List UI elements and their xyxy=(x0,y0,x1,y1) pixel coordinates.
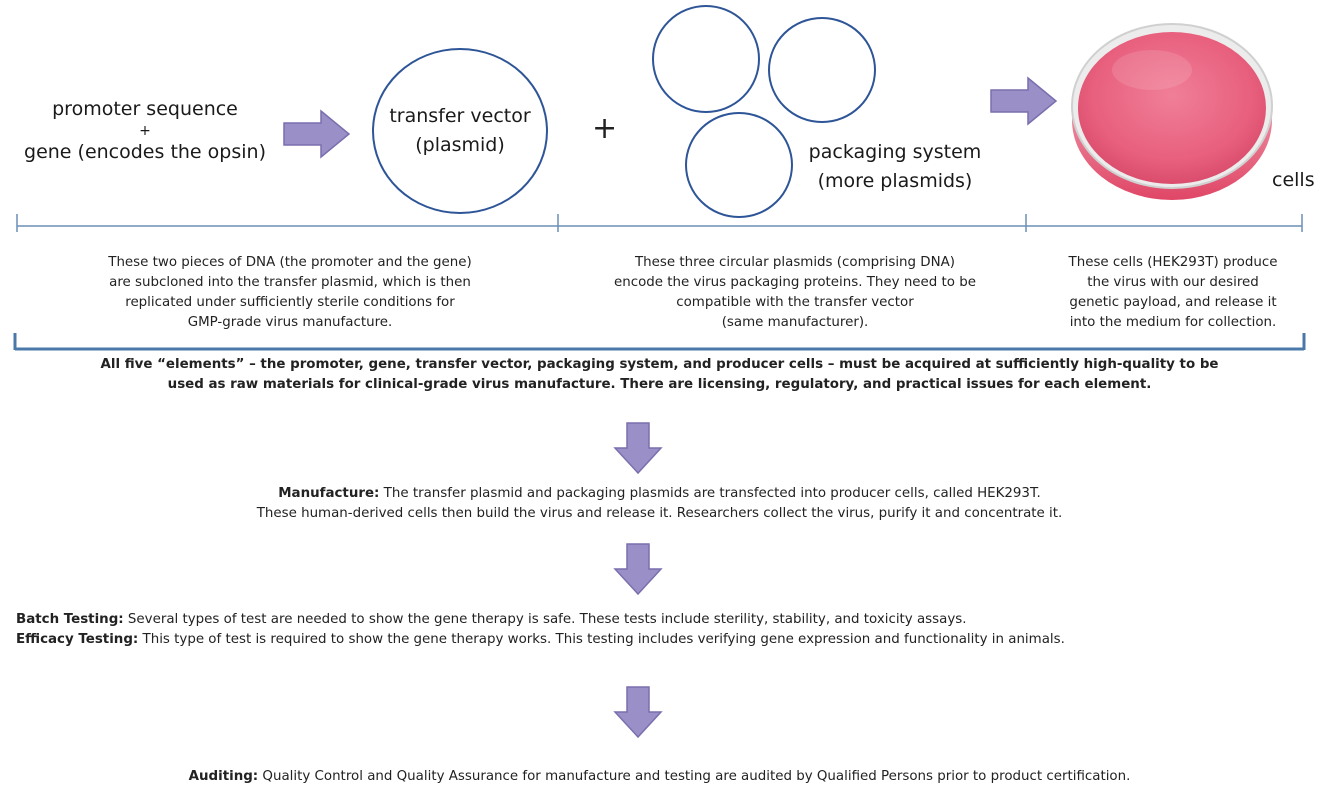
plasmid-note-line: encode the virus packaging proteins. The… xyxy=(614,275,976,290)
plasmid-note-line: (same manufacturer). xyxy=(721,315,869,330)
down-arrow-icon xyxy=(613,422,663,475)
packaging-line1: packaging system xyxy=(808,141,982,163)
dna-note-line: These two pieces of DNA (the promoter an… xyxy=(108,255,472,270)
transfer-vector-line1: transfer vector xyxy=(389,105,531,127)
batch-testing-line: Batch Testing: Several types of test are… xyxy=(16,610,1316,630)
packaging-line2: (more plasmids) xyxy=(817,170,973,192)
auditing-text: Auditing: Quality Control and Quality As… xyxy=(0,767,1319,787)
manufacture-line2: These human-derived cells then build the… xyxy=(256,506,1063,521)
plasmid-note: These three circular plasmids (comprisin… xyxy=(565,253,1025,333)
cells-note-line: These cells (HEK293T) produce xyxy=(1068,255,1278,270)
manufacture-line1: Manufacture: The transfer plasmid and pa… xyxy=(0,484,1319,504)
lower-bracket xyxy=(13,333,1306,351)
cells-note-line: into the medium for collection. xyxy=(1069,315,1277,330)
summary-line: used as raw materials for clinical-grade… xyxy=(167,377,1152,392)
promoter-line: promoter sequence xyxy=(52,98,238,120)
transfer-vector-label: transfer vector (plasmid) xyxy=(372,102,548,160)
upper-bracket xyxy=(16,214,1303,232)
gene-line: gene (encodes the opsin) xyxy=(24,141,266,163)
down-arrow-icon xyxy=(613,686,663,739)
dna-note-line: are subcloned into the transfer plasmid,… xyxy=(109,275,471,290)
plus-small: + xyxy=(139,123,151,139)
cells-note-line: the virus with our desired xyxy=(1087,275,1259,290)
transfer-vector-line2: (plasmid) xyxy=(415,134,505,156)
dna-note-line: replicated under sufficiently sterile co… xyxy=(125,295,455,310)
transfer-vector-circle xyxy=(372,48,548,214)
summary-text: All five “elements” – the promoter, gene… xyxy=(0,355,1319,395)
packaging-system-label: packaging system (more plasmids) xyxy=(795,138,995,196)
efficacy-testing-heading: Efficacy Testing: xyxy=(16,632,139,647)
summary-line: All five “elements” – the promoter, gene… xyxy=(100,357,1219,372)
packaging-plasmid-circle xyxy=(685,112,793,218)
efficacy-testing-text: This type of test is required to show th… xyxy=(138,632,1065,647)
auditing-body: Quality Control and Quality Assurance fo… xyxy=(258,769,1131,784)
plasmid-note-line: These three circular plasmids (comprisin… xyxy=(635,255,955,270)
auditing-heading: Auditing: xyxy=(188,769,259,784)
right-arrow-icon xyxy=(283,109,351,159)
cells-label: cells xyxy=(1272,169,1315,191)
cells-note-line: genetic payload, and release it xyxy=(1069,295,1277,310)
right-arrow-icon xyxy=(990,76,1058,126)
plasmid-note-line: compatible with the transfer vector xyxy=(676,295,914,310)
petri-dish-icon xyxy=(1071,23,1273,200)
manufacture-text: Manufacture: The transfer plasmid and pa… xyxy=(0,484,1319,524)
testing-text: Batch Testing: Several types of test are… xyxy=(16,610,1316,650)
plus-sign: + xyxy=(592,111,618,146)
down-arrow-icon xyxy=(613,543,663,596)
dna-note-line: GMP-grade virus manufacture. xyxy=(187,315,393,330)
promoter-gene-label: promoter sequence + gene (encodes the op… xyxy=(0,95,290,167)
dna-note: These two pieces of DNA (the promoter an… xyxy=(20,253,560,333)
packaging-plasmid-circle xyxy=(768,17,876,123)
efficacy-testing-line: Efficacy Testing: This type of test is r… xyxy=(16,630,1316,650)
manufacture-line1-text: The transfer plasmid and packaging plasm… xyxy=(379,486,1041,501)
manufacture-heading: Manufacture: xyxy=(278,486,380,501)
cells-note: These cells (HEK293T) produce the virus … xyxy=(1030,253,1316,333)
batch-testing-text: Several types of test are needed to show… xyxy=(123,612,967,627)
packaging-plasmid-circle xyxy=(652,5,760,113)
batch-testing-heading: Batch Testing: xyxy=(16,612,124,627)
